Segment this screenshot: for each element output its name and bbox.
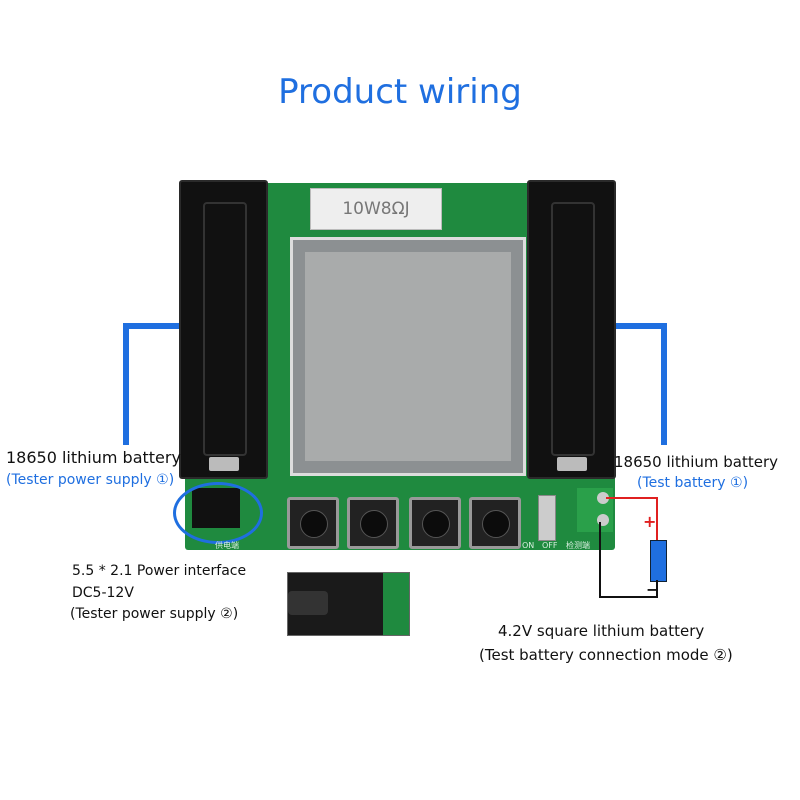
positive-wire bbox=[606, 497, 658, 499]
power-interface-voltage: DC5-12V bbox=[72, 585, 134, 601]
right-battery-sublabel: (Test battery ①) bbox=[637, 475, 749, 491]
switch-off-label: OFF bbox=[542, 541, 558, 550]
negative-wire bbox=[599, 596, 658, 598]
button-cutoff-voltage-up[interactable] bbox=[469, 497, 521, 549]
load-resistor: 10W8ΩJ bbox=[310, 188, 442, 230]
right-battery-label: 18650 lithium battery bbox=[614, 453, 779, 471]
left-battery-label: 18650 lithium battery bbox=[6, 448, 181, 467]
power-side-label: 供电端 bbox=[215, 541, 239, 550]
page-title: Product wiring bbox=[278, 72, 522, 112]
switch-on-label: ON bbox=[522, 541, 535, 550]
power-interface-label: 5.5 * 2.1 Power interface bbox=[72, 563, 247, 579]
minus-sign: − bbox=[646, 580, 660, 599]
square-battery-sublabel: (Test battery connection mode ②) bbox=[479, 646, 733, 664]
left-battery-sublabel: (Tester power supply ①) bbox=[6, 472, 175, 488]
button-cutoff-voltage-down[interactable] bbox=[409, 497, 461, 549]
button-start-pause-clear[interactable] bbox=[347, 497, 399, 549]
square-battery-label: 4.2V square lithium battery bbox=[498, 622, 705, 640]
power-switch[interactable] bbox=[538, 495, 556, 541]
test-side-label: 检测端 bbox=[566, 541, 590, 550]
square-lithium-battery bbox=[650, 540, 667, 582]
dc-jack-inset-photo bbox=[287, 572, 410, 636]
dc-jack-highlight-ellipse bbox=[173, 482, 263, 544]
positive-wire-drop bbox=[656, 497, 658, 541]
right-leader-vertical bbox=[661, 323, 667, 445]
left-battery-holder bbox=[179, 180, 268, 479]
left-leader-horizontal bbox=[123, 323, 187, 329]
right-battery-holder bbox=[527, 180, 616, 479]
left-leader-vertical bbox=[123, 323, 129, 445]
negative-wire-rise bbox=[656, 580, 658, 598]
right-leader-horizontal bbox=[613, 323, 667, 329]
negative-wire-drop bbox=[599, 522, 601, 597]
power-interface-sublabel: (Tester power supply ②) bbox=[70, 606, 239, 622]
terminal-screw-positive bbox=[597, 492, 609, 504]
button-wh-mwh[interactable] bbox=[287, 497, 339, 549]
plus-sign: + bbox=[643, 512, 657, 531]
lcd-display bbox=[290, 237, 526, 476]
